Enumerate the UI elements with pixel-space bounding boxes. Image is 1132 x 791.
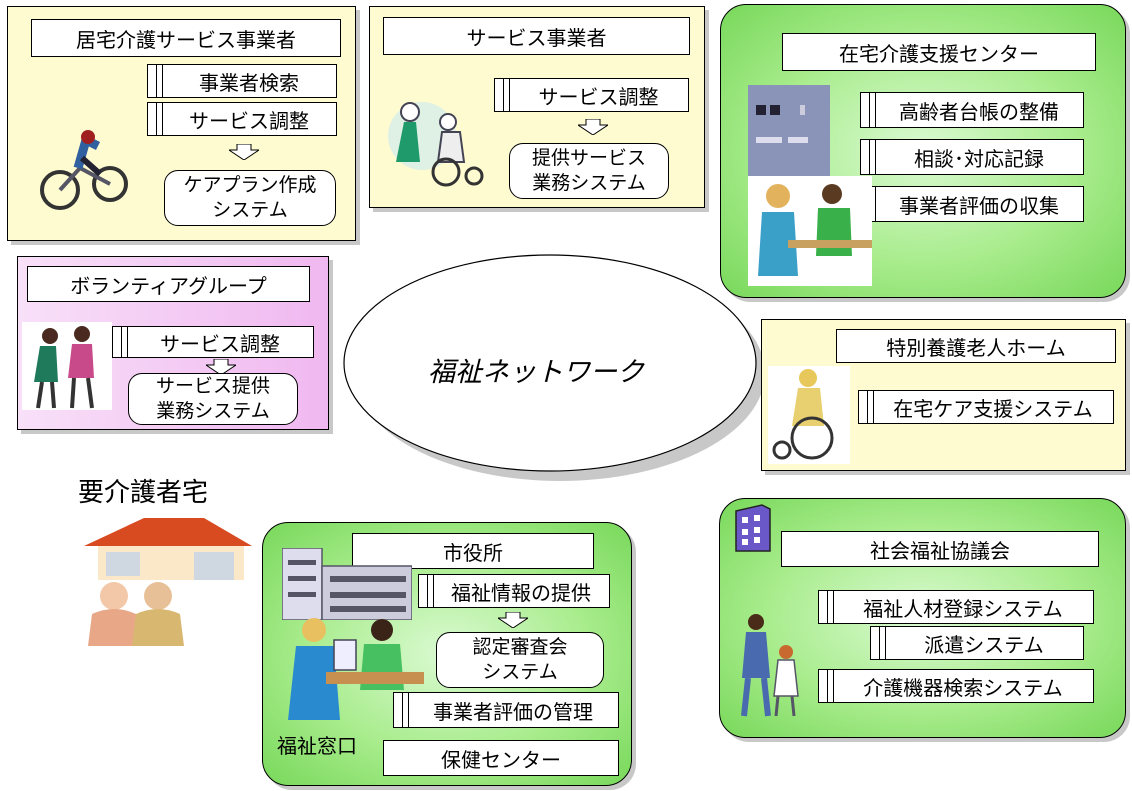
city-hall-item-evaluation: 事業者評価の管理 bbox=[393, 692, 619, 728]
down-arrow-icon bbox=[229, 144, 259, 160]
council-item-dispatch: 派遣システム bbox=[870, 626, 1084, 660]
elderly-couple-illustration bbox=[88, 582, 184, 646]
service-provider-item-coordination: サービス調整 bbox=[494, 78, 689, 112]
kyotaku-title: 居宅介護サービス事業者 bbox=[31, 19, 341, 57]
kyotaku-system-line1: ケアプラン作成 bbox=[183, 174, 317, 196]
home-label: 要介護者宅 bbox=[78, 478, 209, 508]
kyotaku-system-line2: システム bbox=[212, 199, 288, 221]
tokubetsu-title: 特別養護老人ホーム bbox=[836, 329, 1116, 363]
city-hall-system-line2: システム bbox=[482, 661, 558, 683]
caregiver-pair-illustration bbox=[741, 614, 799, 717]
volunteer-system: サービス提供 業務システム bbox=[128, 373, 298, 425]
service-provider-system-line2: 業務システム bbox=[532, 172, 646, 194]
tokubetsu-item-homecare: 在宅ケア支援システム bbox=[858, 390, 1114, 424]
cyclist-illustration bbox=[40, 130, 128, 210]
volunteer-item-coordination: サービス調整 bbox=[112, 326, 314, 358]
zaitaku-item-evaluation: 事業者評価の収集 bbox=[860, 186, 1084, 222]
welfare-counter-illustration bbox=[288, 618, 424, 720]
council-title: 社会福祉協議会 bbox=[781, 531, 1099, 567]
kyotaku-item-search: 事業者検索 bbox=[147, 64, 337, 98]
service-provider-system-line1: 提供サービス bbox=[531, 147, 646, 169]
city-hall-system: 認定審査会 システム bbox=[436, 632, 604, 688]
welfare-window-label: 福祉窓口 bbox=[277, 734, 357, 758]
zaitaku-center-title: 在宅介護支援センター bbox=[782, 33, 1096, 71]
volunteer-system-line1: サービス提供 bbox=[155, 375, 270, 397]
city-hall-item-health-center: 保健センター bbox=[383, 740, 619, 776]
volunteer-people-illustration bbox=[22, 322, 112, 410]
city-hall-building-illustration bbox=[282, 548, 412, 620]
office-meeting-illustration bbox=[748, 176, 872, 286]
service-provider-title: サービス事業者 bbox=[383, 17, 690, 55]
kyotaku-item-coordination: サービス調整 bbox=[147, 102, 337, 136]
volunteer-system-line2: 業務システム bbox=[156, 400, 270, 422]
zaitaku-item-consultation: 相談･対応記録 bbox=[860, 139, 1084, 175]
volunteer-title: ボランティアグループ bbox=[27, 266, 310, 302]
kyotaku-system: ケアプラン作成 システム bbox=[164, 170, 336, 226]
house-illustration bbox=[84, 518, 252, 580]
down-arrow-icon bbox=[206, 359, 236, 375]
building-illustration bbox=[748, 85, 830, 177]
city-hall-title: 市役所 bbox=[352, 533, 594, 569]
zaitaku-item-registry: 高齢者台帳の整備 bbox=[860, 92, 1084, 128]
network-label: 福祉ネットワーク bbox=[428, 357, 644, 388]
council-building-icon bbox=[735, 504, 771, 552]
wheelchair-illustration bbox=[768, 366, 850, 464]
council-item-equipment: 介護機器検索システム bbox=[818, 669, 1094, 703]
council-item-personnel: 福祉人材登録システム bbox=[818, 590, 1094, 624]
down-arrow-icon bbox=[578, 119, 608, 135]
service-provider-system: 提供サービス 業務システム bbox=[509, 143, 669, 199]
city-hall-system-line1: 認定審査会 bbox=[472, 636, 568, 658]
down-arrow-icon bbox=[498, 612, 528, 628]
caregiver-wheelchair-illustration bbox=[388, 102, 484, 187]
city-hall-item-info: 福祉情報の提供 bbox=[418, 574, 610, 608]
network-ellipse bbox=[343, 254, 765, 481]
